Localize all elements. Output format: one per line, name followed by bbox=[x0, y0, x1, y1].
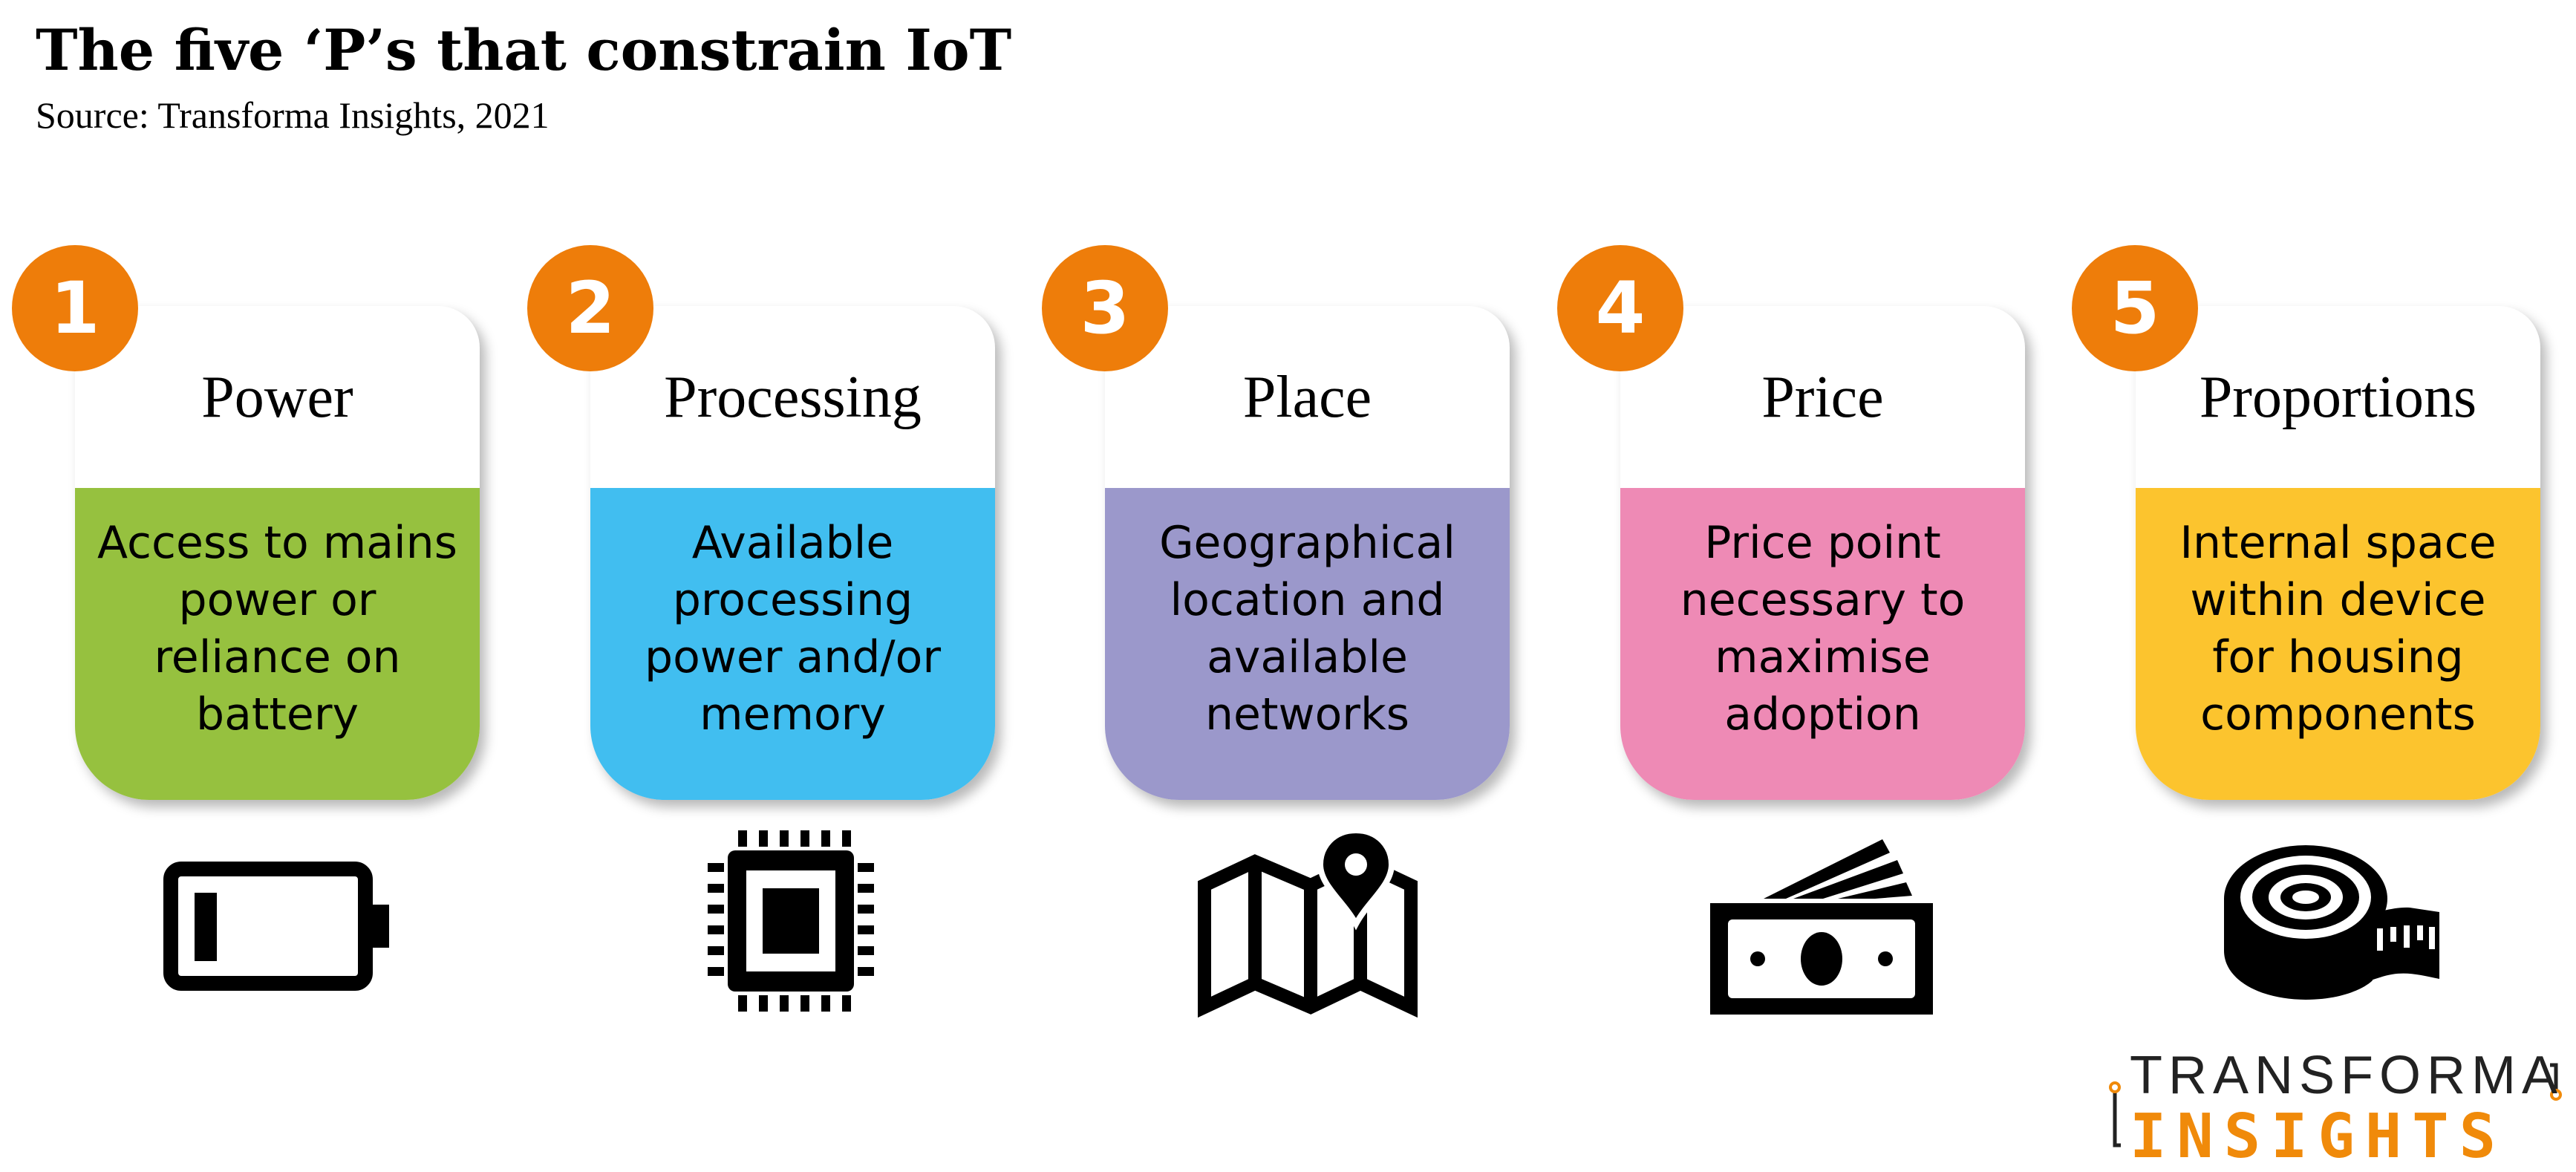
card-heading: Proportions bbox=[2199, 364, 2477, 430]
tape-measure-icon bbox=[2217, 824, 2454, 1032]
logo-text-insights: INSIGHTS bbox=[2130, 1101, 2506, 1172]
card-heading: Power bbox=[201, 364, 353, 430]
card-body: Price point necessary to maximise adopti… bbox=[1620, 488, 2025, 800]
number-badge: 5 bbox=[2072, 245, 2198, 371]
number-badge: 4 bbox=[1557, 245, 1683, 371]
card-heading: Price bbox=[1761, 364, 1884, 430]
logo-text-transforma: TRANSFORMA bbox=[2130, 1046, 2563, 1105]
card-description: Geographical location and available netw… bbox=[1159, 517, 1455, 740]
card-processing: Processing Available processing power an… bbox=[590, 306, 995, 800]
card-body: Geographical location and available netw… bbox=[1105, 488, 1510, 800]
card-heading: Processing bbox=[664, 364, 922, 430]
number-badge: 2 bbox=[527, 245, 653, 371]
card-power: Power Access to mains power or reliance … bbox=[75, 306, 480, 800]
card-body: Internal space within device for housing… bbox=[2136, 488, 2540, 800]
card-proportions: Proportions Internal space within device… bbox=[2136, 306, 2540, 800]
card-body: Available processing power and/or memory bbox=[590, 488, 995, 800]
map-pin-icon bbox=[1188, 824, 1426, 1032]
card-place: Place Geographical location and availabl… bbox=[1105, 306, 1510, 800]
logo-circuit-lines bbox=[2109, 1063, 2562, 1147]
chart-title: The five ‘P’s that constrain IoT bbox=[36, 17, 1012, 83]
banknotes-icon bbox=[1704, 824, 1942, 1032]
card-description: Price point necessary to maximise adopti… bbox=[1680, 517, 1966, 740]
card-description: Available processing power and/or memory bbox=[645, 517, 941, 740]
chart-subtitle: Source: Transforma Insights, 2021 bbox=[36, 94, 550, 136]
card-body: Access to mains power or reliance on bat… bbox=[75, 488, 480, 800]
card-price: Price Price point necessary to maximise … bbox=[1620, 306, 2025, 800]
card-description: Access to mains power or reliance on bat… bbox=[97, 517, 457, 740]
number-badge: 1 bbox=[12, 245, 138, 371]
number-badge: 3 bbox=[1042, 245, 1168, 371]
cpu-chip-icon bbox=[672, 824, 910, 1032]
card-description: Internal space within device for housing… bbox=[2179, 517, 2497, 740]
battery-icon bbox=[157, 824, 395, 1032]
card-heading: Place bbox=[1242, 364, 1372, 430]
